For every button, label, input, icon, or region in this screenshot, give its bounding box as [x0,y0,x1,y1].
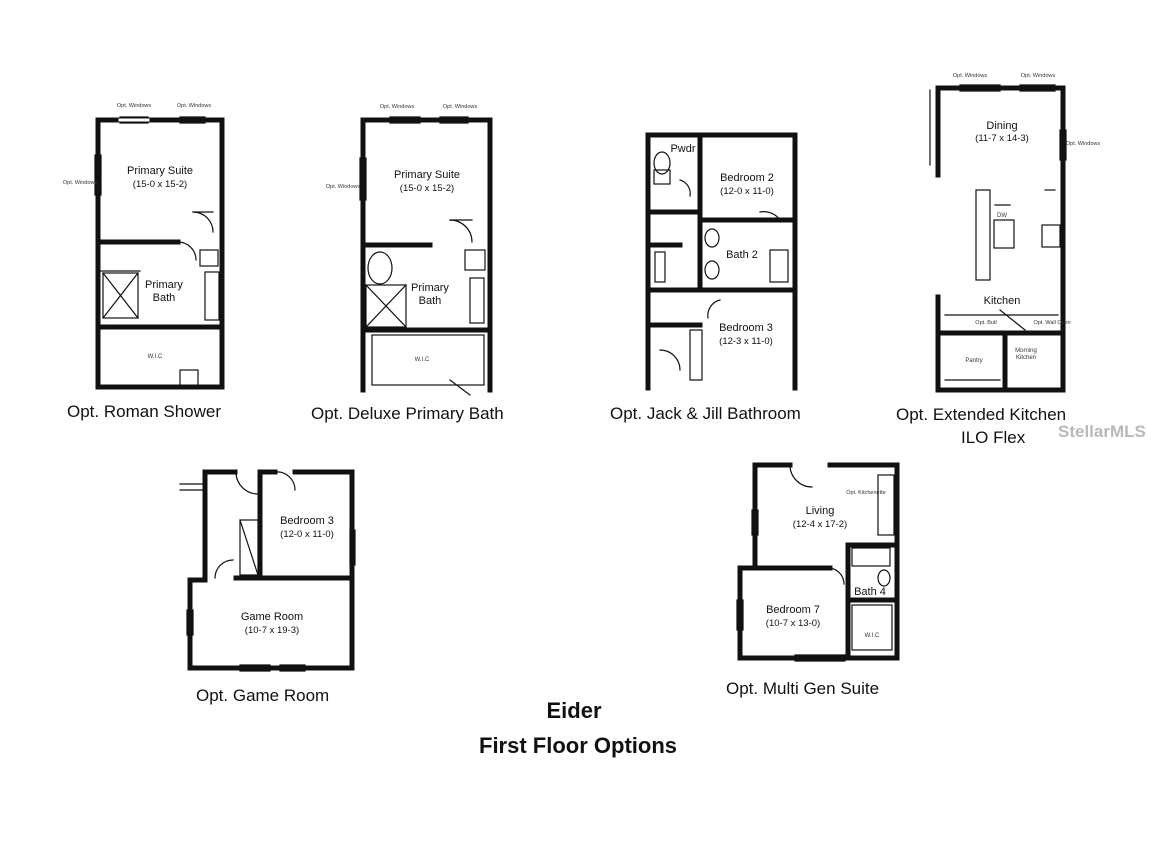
room-name-wic-2: W.I.C [415,357,430,363]
note-opt-windows-4b: Opt. Windows [1021,73,1055,79]
room-dims-bedroom-2: (12-0 x 11-0) [720,186,774,197]
room-dims-primary-suite-1: (15-0 x 15-2) [133,179,187,190]
room-name-kitchen: Kitchen [984,295,1021,307]
room-dims-morning: Kitchen [1016,355,1036,361]
room-dims-bedroom-3-jj: (12-3 x 11-0) [719,336,773,347]
room-name-bedroom-3-gr: Bedroom 3 [280,515,334,527]
room-dims-bedroom-3-gr: (12-0 x 11-0) [280,529,334,540]
room-name-wic-1: W.I.C [148,354,163,360]
room-dims-bedroom-7: (10-7 x 13-0) [766,618,820,629]
room-name-primary-bath-1: Primary [145,279,183,291]
plan-deluxe-bath [359,116,493,396]
room-dims-living: (12-4 x 17-2) [793,519,847,530]
caption-jack-jill: Opt. Jack & Jill Bathroom [610,404,801,423]
room-name-wic-6: W.I.C [865,633,880,639]
watermark: StellarMLS [1058,422,1146,441]
room-name-living: Living [806,505,835,517]
room-dims-primary-suite-2: (15-0 x 15-2) [400,183,454,194]
room-dims-dining: (11-7 x 14-3) [975,133,1029,144]
caption-game-room: Opt. Game Room [196,686,330,705]
note-dw: DW [997,213,1007,219]
note-opt-windows-1c: Opt. Windows [63,180,97,186]
plan-game-room [179,469,356,672]
room-name-bath-2: Bath 2 [726,249,758,261]
note-opt-windows-1b: Opt. Windows [177,103,211,109]
room-name-primary-suite-2: Primary Suite [394,169,460,181]
note-opt-wall-oven: Opt. Wall Oven [1033,320,1070,326]
note-opt-windows-2b: Opt. Windows [443,104,477,110]
note-opt-windows-2c: Opt. Windows [326,184,360,190]
room-dims-game-room: (10-7 x 19-3) [245,625,299,636]
plan-multi-gen [736,462,900,662]
note-opt-windows-4a: Opt. Windows [953,73,987,79]
room-name-primary-bath-2: Primary [411,282,449,294]
note-opt-windows-1a: Opt. Windows [117,103,151,109]
note-opt-windows-2a: Opt. Windows [380,104,414,110]
room-name-bedroom-7: Bedroom 7 [766,604,820,616]
page-title: Eider [546,698,602,723]
plan-jack-jill [645,132,798,391]
note-opt-kitchenette: Opt. Kitchenette [846,490,885,496]
room-name-bath-4: Bath 4 [854,586,886,598]
room-name-bedroom-3-jj: Bedroom 3 [719,322,773,334]
room-name-morning: Morning [1015,348,1037,354]
plan-extended-kitchen [929,84,1067,393]
room-name-dining: Dining [986,120,1017,132]
note-opt-windows-4c: Opt. Windows [1066,141,1100,147]
caption-roman-shower: Opt. Roman Shower [67,402,222,421]
room-dims-primary-bath-1: Bath [153,292,176,304]
caption-ilo-flex: ILO Flex [961,428,1026,447]
room-name-pantry: Pantry [965,358,982,364]
room-dims-primary-bath-2: Bath [419,295,442,307]
note-opt-butl: Opt. Butl [975,320,996,326]
caption-multi-gen-suite: Opt. Multi Gen Suite [726,679,880,698]
room-name-pwdr: Pwdr [670,143,695,155]
room-name-game-room: Game Room [241,611,303,623]
room-name-bedroom-2: Bedroom 2 [720,172,774,184]
plan-roman-shower [94,116,225,390]
caption-extended-kitchen: Opt. Extended Kitchen [896,405,1067,424]
page-subtitle: First Floor Options [479,733,677,758]
room-name-primary-suite-1: Primary Suite [127,165,193,177]
caption-deluxe-primary-bath: Opt. Deluxe Primary Bath [311,404,504,423]
